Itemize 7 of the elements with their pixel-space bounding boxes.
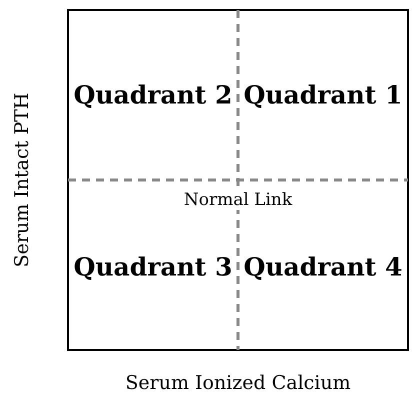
quadrant-label: Quadrant 2 xyxy=(74,80,232,110)
axis-title: Serum Intact PTH xyxy=(11,92,33,268)
quadrant-label: Quadrant 3 xyxy=(74,252,232,282)
region-label: Normal Link xyxy=(182,190,294,210)
axis-title: Serum Ionized Calcium xyxy=(125,372,351,394)
quadrant-label: Quadrant 1 xyxy=(244,80,402,110)
quadrant-label: Quadrant 4 xyxy=(244,252,402,282)
